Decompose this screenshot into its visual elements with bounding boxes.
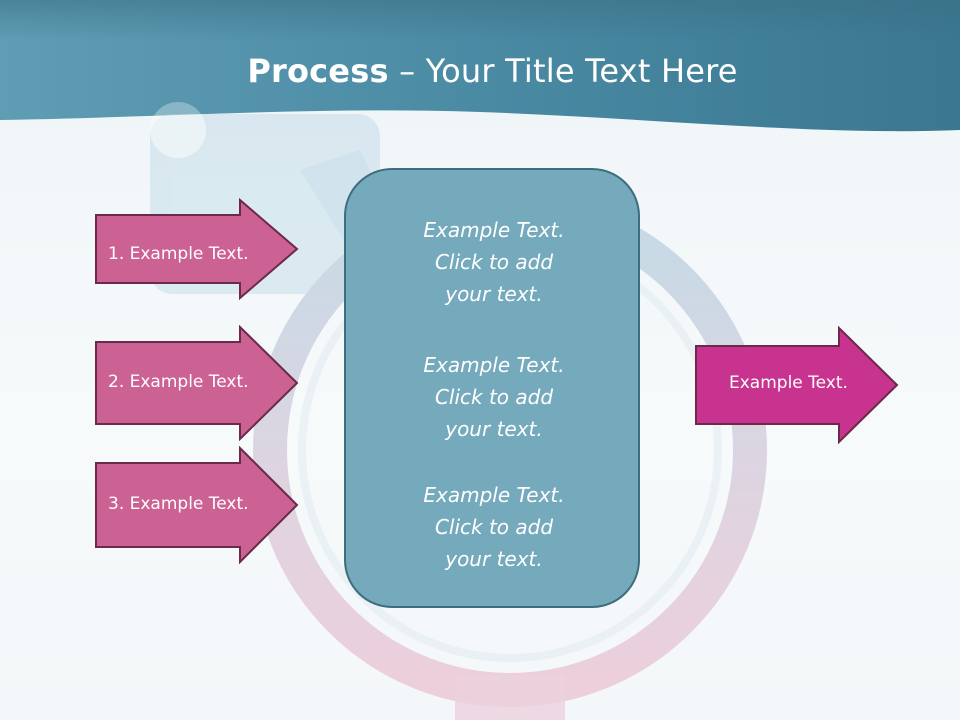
center-block-3-line-1: Example Text.: [423, 483, 565, 507]
slide-title: Process – Your Title Text Here: [0, 52, 960, 90]
right-output-arrow-label: Example Text.: [729, 373, 848, 393]
center-block-1-line-2: Click to add: [434, 250, 554, 274]
center-block-2: Example Text. Click to add your text.: [346, 349, 642, 445]
center-block-3: Example Text. Click to add your text.: [346, 479, 642, 575]
title-bold: Process: [247, 52, 389, 90]
left-arrow-2: [95, 325, 299, 441]
left-arrow-1-label: 1. Example Text.: [108, 244, 249, 264]
center-block-3-line-3: your text.: [445, 547, 543, 571]
center-block-2-line-1: Example Text.: [423, 353, 565, 377]
left-arrow-3-label: 3. Example Text.: [108, 494, 249, 514]
title-rest: – Your Title Text Here: [388, 52, 738, 90]
left-arrow-1: [95, 198, 299, 300]
center-block-2-line-3: your text.: [445, 417, 543, 441]
left-arrow-2-label: 2. Example Text.: [108, 372, 249, 392]
center-block-2-line-2: Click to add: [434, 385, 554, 409]
center-block-1-line-3: your text.: [445, 282, 543, 306]
center-block-1: Example Text. Click to add your text.: [346, 214, 642, 310]
center-block-3-line-2: Click to add: [434, 515, 554, 539]
gender-symbol-watermark: [150, 102, 767, 720]
center-process-box: Example Text. Click to add your text. Ex…: [344, 168, 640, 608]
left-arrow-3: [95, 446, 299, 564]
center-block-1-line-1: Example Text.: [423, 218, 565, 242]
right-output-arrow: [695, 326, 899, 444]
